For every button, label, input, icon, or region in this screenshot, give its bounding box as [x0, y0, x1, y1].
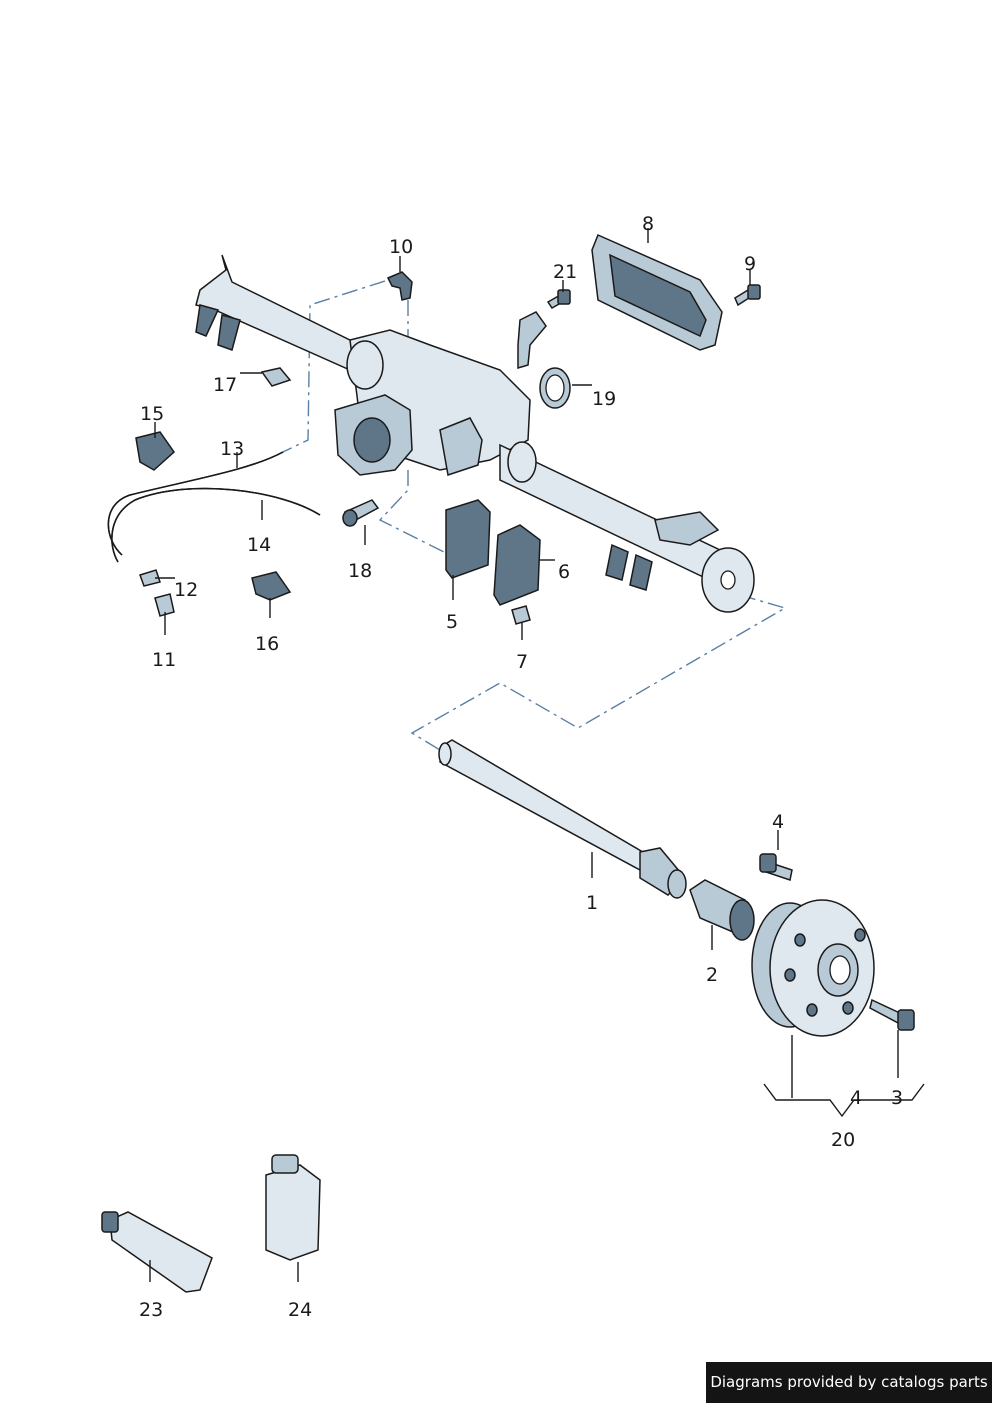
rear-axle-housing	[195, 254, 755, 613]
callout-15: 15	[140, 403, 164, 425]
callout-13: 13	[220, 438, 244, 460]
oil-bottle-part-24	[265, 1154, 321, 1261]
plug-part-18	[342, 499, 380, 527]
seal-ring-part-19	[539, 367, 571, 409]
callout-9: 9	[744, 253, 756, 275]
callout-3: 3	[891, 1087, 903, 1109]
bolt-part-9	[734, 284, 761, 307]
grease-tube-part-23	[101, 1211, 213, 1293]
bracket-part-21	[517, 311, 547, 370]
clamp-part-21	[546, 289, 571, 309]
connector-part-12	[139, 569, 161, 587]
callout-21: 21	[553, 261, 577, 283]
callout-16: 16	[255, 633, 279, 655]
callout-2: 2	[706, 964, 718, 986]
callout-24: 24	[288, 1299, 312, 1321]
leader-lines	[149, 228, 925, 1282]
callout-20: 20	[831, 1129, 855, 1151]
callout-1: 1	[586, 892, 598, 914]
callout-4-bolt: 4	[772, 811, 784, 833]
credit-banner: Diagrams provided by catalogs parts	[706, 1362, 992, 1403]
callout-5: 5	[446, 611, 458, 633]
breather-part-10	[386, 271, 413, 301]
bolt-part-7	[511, 605, 531, 625]
callout-10: 10	[389, 236, 413, 258]
axle-shaft-part-1	[438, 739, 687, 899]
callout-14: 14	[247, 534, 271, 556]
callout-8: 8	[642, 213, 654, 235]
callout-12: 12	[174, 579, 198, 601]
callout-6: 6	[558, 561, 570, 583]
callout-19: 19	[592, 388, 616, 410]
clip-part-16	[251, 571, 292, 601]
cover-part-6	[493, 524, 541, 606]
callout-7: 7	[516, 651, 528, 673]
vent-hoses-part-13-14	[107, 451, 321, 563]
callout-17: 17	[213, 374, 237, 396]
rear-cover-part-8	[591, 234, 723, 351]
callout-18: 18	[348, 560, 372, 582]
connector-part-11	[154, 593, 175, 617]
callout-11: 11	[152, 649, 176, 671]
wheel-hub-part-20	[751, 899, 875, 1037]
bolt-part-4	[759, 853, 793, 881]
plug-part-17	[260, 367, 292, 387]
clip-part-15	[135, 431, 175, 471]
callout-4-hub: 4	[850, 1087, 862, 1109]
bushing-part-2	[689, 879, 755, 941]
callout-labels: 1 2 3 4 4 5 6 7 8 9 10 11 12 13 14 15 16…	[139, 213, 903, 1321]
callout-23: 23	[139, 1299, 163, 1321]
cover-part-5	[445, 499, 491, 579]
bolt-part-3	[869, 998, 915, 1031]
